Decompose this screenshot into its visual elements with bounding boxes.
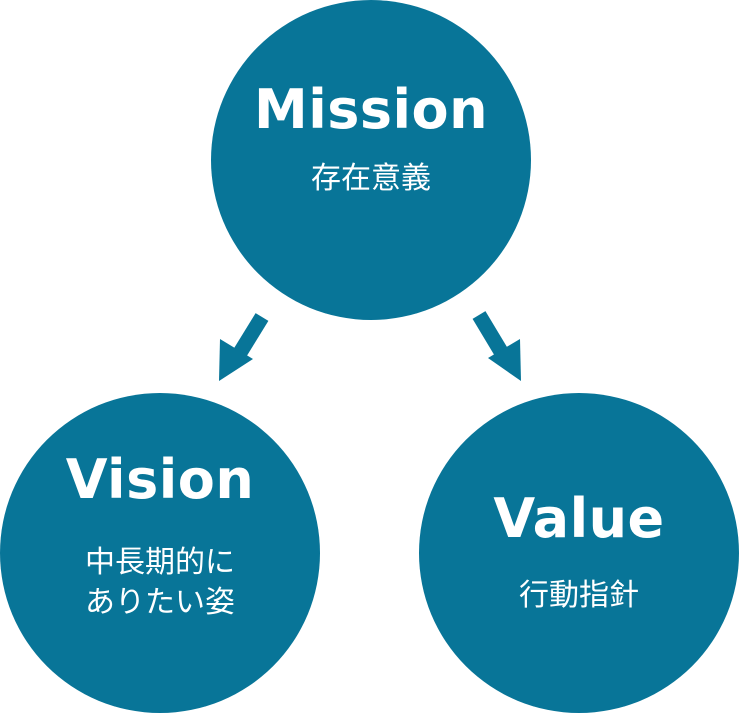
vision-circle: Vision 中長期的に ありたい姿 bbox=[0, 393, 320, 713]
mission-circle: Mission 存在意義 bbox=[211, 0, 531, 320]
value-circle: Value 行動指針 bbox=[419, 393, 739, 713]
mission-subtitle: 存在意義 bbox=[311, 160, 431, 196]
vision-subtitle-line2: ありたい姿 bbox=[85, 585, 235, 620]
arrow-mission-to-vision bbox=[219, 313, 269, 381]
vision-subtitle-line1: 中長期的に bbox=[85, 545, 235, 581]
vision-title: Vision bbox=[65, 448, 255, 512]
value-subtitle: 行動指針 bbox=[519, 577, 639, 613]
vision-subtitle: 中長期的に ありたい姿 bbox=[85, 543, 235, 623]
mission-title: Mission bbox=[253, 77, 489, 141]
value-title: Value bbox=[493, 486, 665, 550]
arrow-mission-to-value bbox=[472, 311, 521, 381]
